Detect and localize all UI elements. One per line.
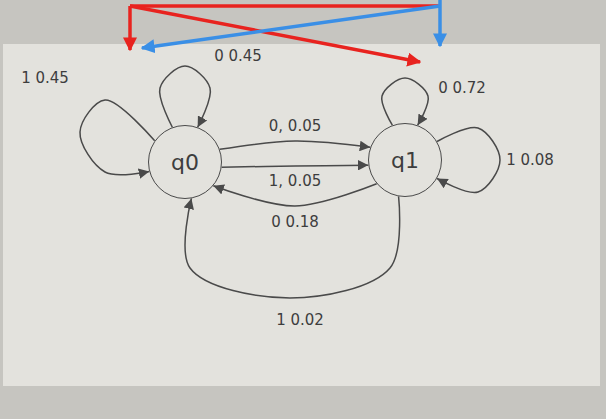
state-circle: q0 <box>148 125 222 199</box>
transition-arrow <box>382 78 429 125</box>
transition-arrow <box>222 165 369 167</box>
transition-label: 1, 0.05 <box>269 172 321 190</box>
transition-arrow <box>437 128 500 193</box>
state-name: q1 <box>391 148 419 173</box>
transition-label: 0 0.72 <box>438 79 486 97</box>
state-circle: q1 <box>368 123 442 197</box>
transition-label: 1 0.45 <box>21 69 69 87</box>
transition-label: 1 0.08 <box>506 151 554 169</box>
blue-pointer <box>142 6 440 48</box>
transition-label: 0, 0.05 <box>269 117 321 135</box>
red-pointer <box>130 4 440 8</box>
photo-area <box>3 44 600 386</box>
state-name: q0 <box>171 150 199 175</box>
transition-label: 0 0.45 <box>214 47 262 65</box>
transition-arrow <box>220 141 370 149</box>
transition-arrow <box>185 196 400 298</box>
transition-label: 1 0.02 <box>276 311 324 329</box>
transition-arrow <box>80 100 155 175</box>
red-pointer <box>128 6 132 50</box>
transition-label: 0 0.18 <box>271 213 319 231</box>
transition-arrow <box>160 66 211 127</box>
